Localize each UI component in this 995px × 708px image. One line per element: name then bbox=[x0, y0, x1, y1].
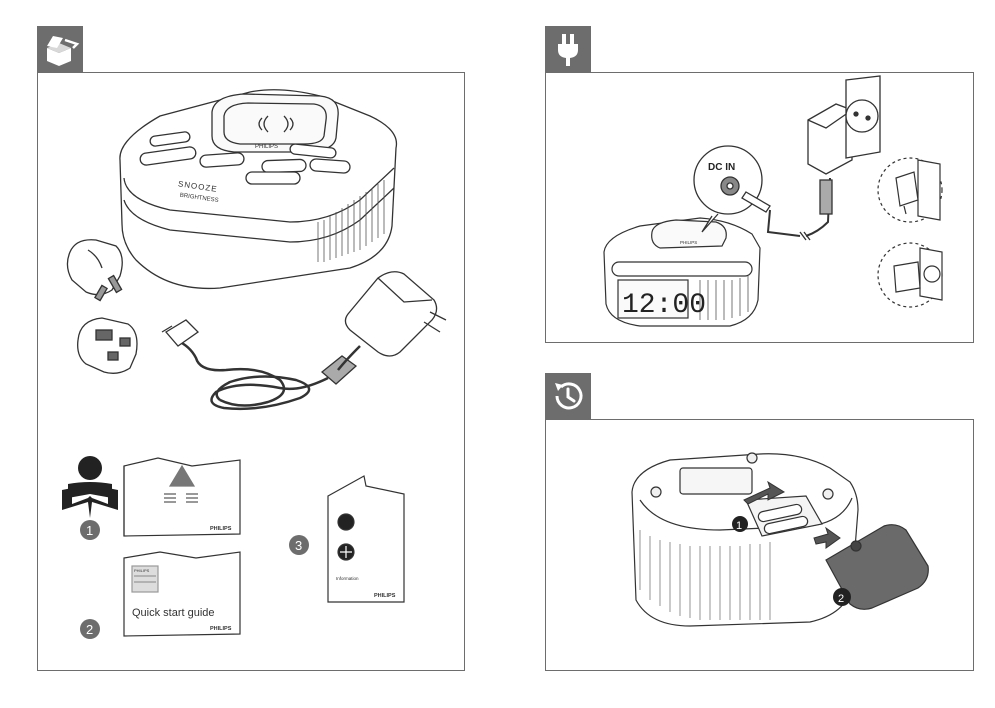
clock-with-display bbox=[603, 217, 761, 327]
badge-3: 3 bbox=[295, 538, 302, 553]
battery-cover bbox=[825, 524, 929, 610]
clock-display: 12:00 bbox=[622, 290, 706, 321]
dc-in-label: DC IN bbox=[708, 162, 735, 173]
read-manual-icon bbox=[62, 456, 118, 518]
quick-start-title: Quick start guide bbox=[132, 607, 215, 619]
device-brand-label: PHILIPS bbox=[255, 144, 278, 150]
step-2: 2 bbox=[838, 593, 844, 605]
au-plug-adapter bbox=[66, 239, 123, 302]
device-underside bbox=[631, 452, 859, 627]
box-open-icon bbox=[47, 36, 80, 66]
step-1: 1 bbox=[736, 520, 742, 532]
clock-radio-device bbox=[119, 89, 398, 290]
power-tab bbox=[545, 26, 591, 72]
power-adapter bbox=[161, 271, 447, 411]
badge-1: 1 bbox=[86, 523, 93, 538]
badge-2: 2 bbox=[86, 622, 93, 637]
eu-adapter-variant bbox=[877, 242, 943, 308]
box-tab bbox=[37, 26, 83, 72]
power-cable bbox=[741, 75, 881, 241]
number-badges bbox=[80, 520, 309, 639]
safety-manual bbox=[123, 457, 241, 537]
manual-1-brand: PHILIPS bbox=[210, 526, 232, 532]
manual-3-brand: PHILIPS bbox=[374, 593, 396, 599]
uk-plug-adapter bbox=[77, 317, 138, 374]
clock-backup-icon bbox=[555, 382, 583, 410]
uk-adapter-variant bbox=[877, 157, 943, 223]
insert-arrows bbox=[743, 480, 841, 549]
information-leaflet bbox=[327, 475, 405, 603]
quick-start-cover-brand: PHILIPS bbox=[134, 568, 150, 573]
step-badges bbox=[732, 516, 851, 606]
quick-start-guide bbox=[123, 551, 241, 637]
brightness-label: BRIGHTNESS bbox=[179, 193, 218, 204]
leaflet-caption: Information bbox=[336, 576, 359, 581]
manual-2-brand: PHILIPS bbox=[210, 626, 232, 632]
device-brand-small: PHILIPS bbox=[680, 240, 697, 245]
power-plug-icon bbox=[558, 34, 578, 66]
clock-tab bbox=[545, 373, 591, 419]
